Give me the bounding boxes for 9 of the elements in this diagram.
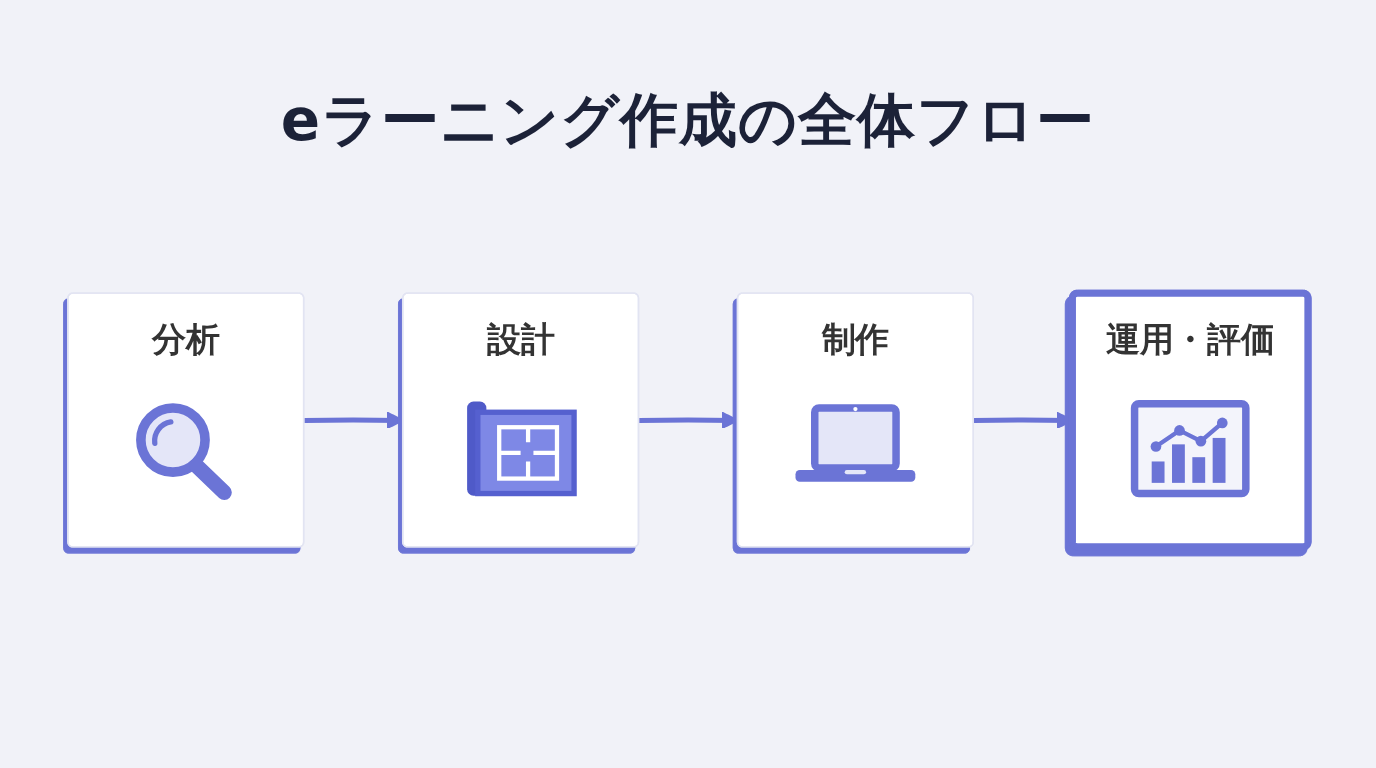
step-card [67, 292, 305, 548]
diagram-title: eラーニング作成の全体フロー [280, 86, 1096, 156]
step-title: 運用・評価 [1106, 318, 1275, 359]
step-title: 分析 [152, 318, 220, 359]
step-title: 設計 [486, 318, 555, 359]
step-card [736, 292, 974, 548]
step-card [1068, 289, 1312, 551]
step-title: 制作 [821, 318, 890, 359]
step-card [402, 292, 640, 548]
